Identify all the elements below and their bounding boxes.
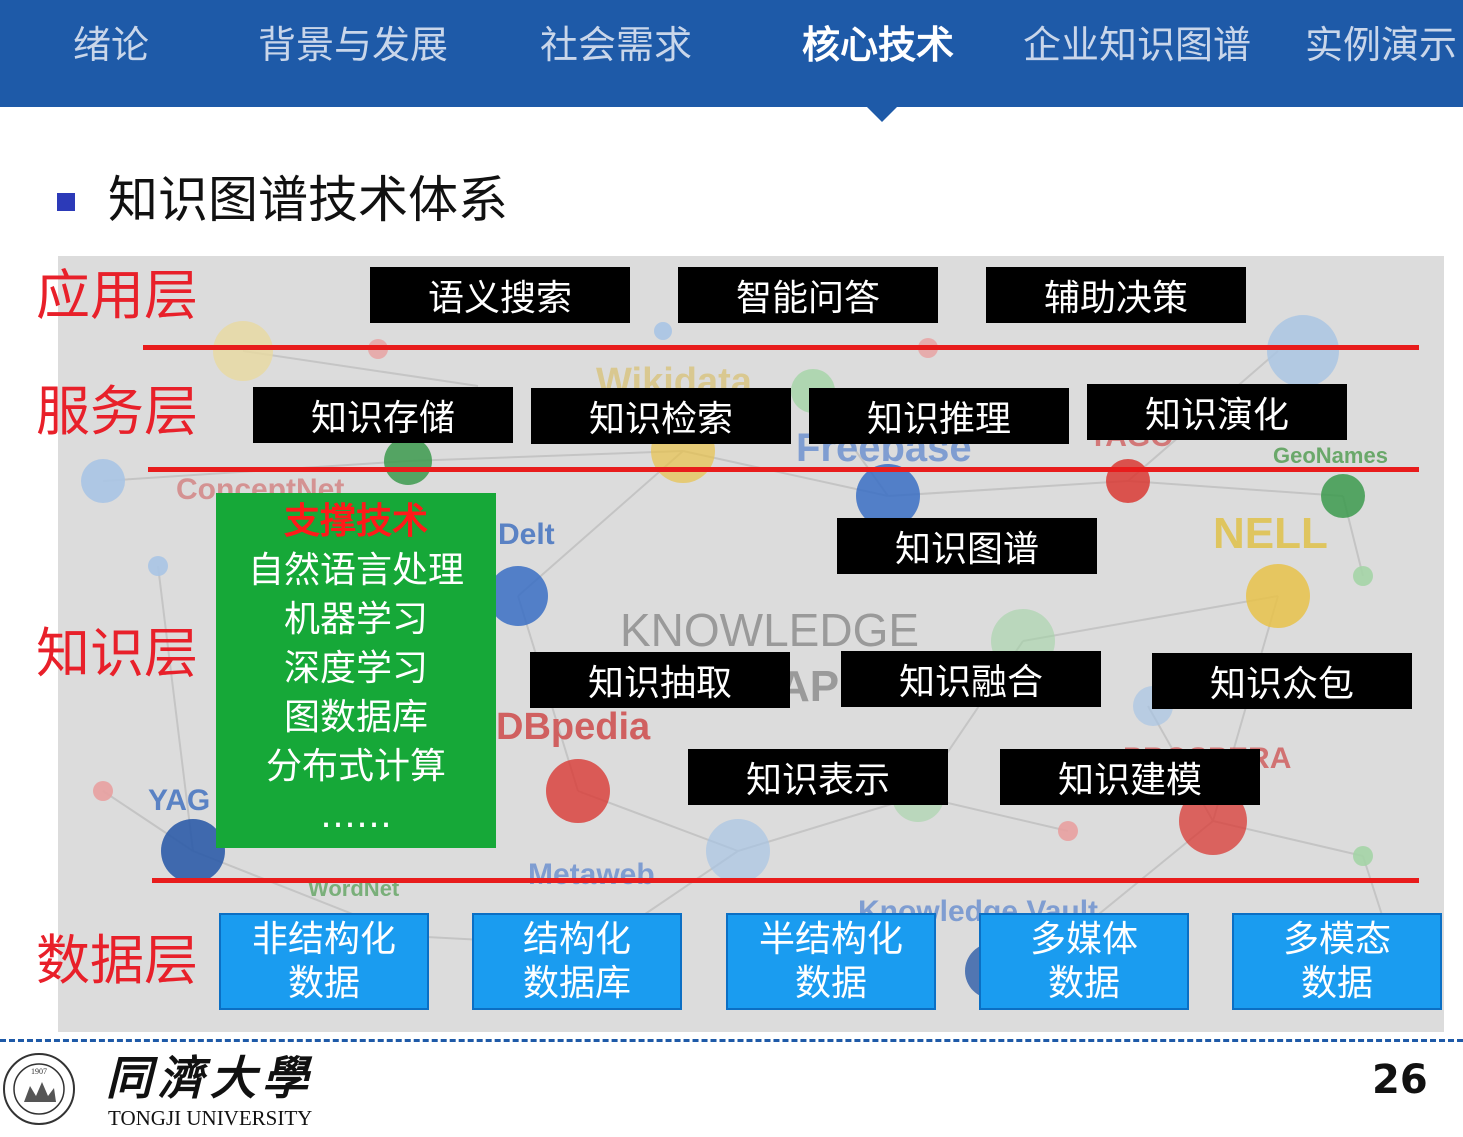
service-box-knowledge-retrieval: 知识检索 — [531, 388, 791, 444]
support-item-deep-learning: 深度学习 — [283, 648, 428, 689]
data-box-line1: 半结构化 — [758, 918, 903, 960]
top-navigation-bar: 绪论 背景与发展 社会需求 核心技术 企业知识图谱 实例演示 — [0, 0, 1463, 107]
support-technology-heading: 支撑技术 — [283, 501, 428, 542]
knowledge-box-representation: 知识表示 — [688, 749, 948, 805]
bg-word-metaweb: Metaweb — [528, 858, 655, 891]
title-bullet-icon — [57, 193, 75, 211]
bg-word-yago: YAG — [148, 784, 210, 817]
support-item-ellipsis: …… — [320, 795, 392, 836]
data-box-line2: 数据 — [287, 962, 360, 1004]
university-name-chinese: 同濟大學 — [106, 1051, 314, 1105]
app-box-intelligent-qa: 智能问答 — [678, 267, 938, 323]
knowledge-box-fusion: 知识融合 — [841, 651, 1101, 707]
svg-text:1907: 1907 — [31, 1067, 47, 1076]
knowledge-box-extraction: 知识抽取 — [530, 652, 790, 708]
support-item-machine-learning: 机器学习 — [283, 599, 428, 640]
university-name-english: TONGJI UNIVERSITY — [108, 1106, 313, 1130]
knowledge-box-crowdsourcing: 知识众包 — [1152, 653, 1412, 709]
data-box-multimodal: 多模态 数据 — [1232, 913, 1442, 1010]
active-nav-caret-icon — [866, 106, 898, 122]
separator-line-application — [143, 345, 1419, 350]
nav-item-introduction[interactable]: 绪论 — [73, 23, 150, 67]
data-box-line1: 多媒体 — [1029, 918, 1138, 960]
data-box-line2: 数据库 — [522, 962, 631, 1004]
data-box-line2: 数据 — [1300, 962, 1373, 1004]
knowledge-box-knowledge-graph: 知识图谱 — [837, 518, 1097, 574]
data-box-multimedia: 多媒体 数据 — [979, 913, 1189, 1010]
support-technology-box: 支撑技术 自然语言处理 机器学习 深度学习 图数据库 分布式计算 …… — [216, 493, 496, 848]
layer-label-knowledge: 知识层 — [36, 622, 198, 685]
nav-item-background[interactable]: 背景与发展 — [258, 23, 449, 67]
separator-line-service — [148, 467, 1419, 472]
university-seal-icon: 1907 — [3, 1053, 75, 1125]
data-box-unstructured: 非结构化 数据 — [219, 913, 429, 1010]
support-item-graph-database: 图数据库 — [283, 697, 428, 738]
data-box-line1: 非结构化 — [251, 918, 396, 960]
bg-word-knowledge: KNOWLEDGE — [620, 604, 919, 656]
knowledge-box-modeling: 知识建模 — [1000, 749, 1260, 805]
slide-title: 知识图谱技术体系 — [108, 171, 508, 229]
footer-divider — [0, 1039, 1463, 1042]
data-box-line1: 多模态 — [1282, 918, 1391, 960]
nav-item-core-technology[interactable]: 核心技术 — [802, 23, 955, 67]
data-box-line1: 结构化 — [522, 918, 631, 960]
nav-item-demo[interactable]: 实例演示 — [1305, 23, 1458, 67]
bg-word-nell: NELL — [1213, 509, 1328, 558]
data-box-semi-structured: 半结构化 数据 — [726, 913, 936, 1010]
bg-word-delt: Delt — [498, 518, 555, 551]
nav-item-enterprise-kg[interactable]: 企业知识图谱 — [1023, 23, 1252, 67]
service-box-knowledge-storage: 知识存储 — [253, 387, 513, 443]
bg-word-dbpedia: DBpedia — [496, 706, 651, 748]
data-box-line2: 数据 — [794, 962, 867, 1004]
data-box-structured-database: 结构化 数据库 — [472, 913, 682, 1010]
data-box-line2: 数据 — [1047, 962, 1120, 1004]
separator-line-knowledge — [152, 878, 1419, 883]
layer-label-service: 服务层 — [36, 380, 198, 443]
app-box-decision-support: 辅助决策 — [986, 267, 1246, 323]
service-box-knowledge-evolution: 知识演化 — [1087, 384, 1347, 440]
app-box-semantic-search: 语义搜索 — [370, 267, 630, 323]
layer-label-application: 应用层 — [36, 264, 198, 327]
support-item-nlp: 自然语言处理 — [247, 550, 464, 591]
page-number: 26 — [1372, 1057, 1428, 1103]
support-item-distributed-computing: 分布式计算 — [265, 746, 446, 787]
layer-label-data: 数据层 — [36, 929, 198, 992]
service-box-knowledge-reasoning: 知识推理 — [809, 388, 1069, 444]
nav-item-social-demand[interactable]: 社会需求 — [540, 23, 693, 67]
bg-word-geonames: GeoNames — [1273, 443, 1388, 468]
